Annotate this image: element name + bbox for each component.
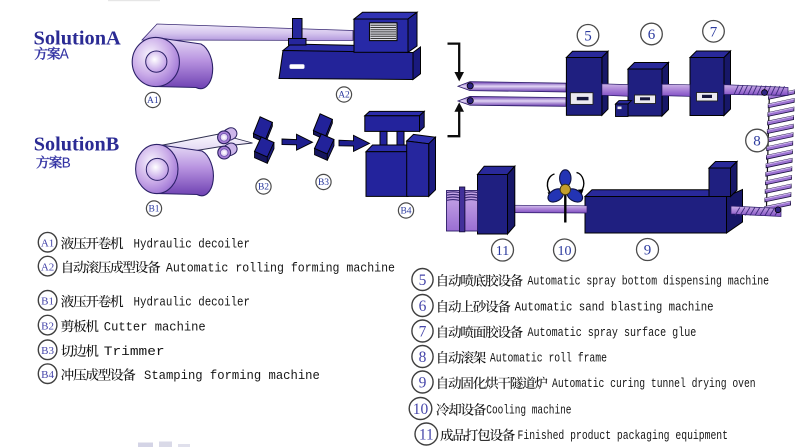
svg-text:Automatic spray surface glue: Automatic spray surface glue	[528, 325, 697, 340]
svg-text:A: A	[60, 47, 69, 64]
svg-text:Stamping forming machine: Stamping forming machine	[144, 368, 320, 383]
svg-text:B1: B1	[148, 205, 159, 215]
svg-text:B2: B2	[41, 321, 54, 333]
svg-text:5: 5	[419, 272, 427, 289]
svg-text:Hydraulic decoiler: Hydraulic decoiler	[134, 236, 251, 251]
svg-text:A2: A2	[338, 91, 350, 101]
svg-text:10: 10	[413, 401, 429, 418]
svg-text:Cutter machine: Cutter machine	[104, 319, 206, 334]
svg-text:6: 6	[648, 27, 656, 43]
svg-text:B3: B3	[41, 345, 54, 357]
svg-text:5: 5	[584, 28, 592, 44]
svg-text:8: 8	[753, 134, 761, 150]
svg-text:A2: A2	[41, 262, 54, 274]
svg-text:Automatic spray bottom dispens: Automatic spray bottom dispensing machin…	[528, 274, 770, 289]
svg-text:B4: B4	[41, 369, 54, 381]
svg-text:A1: A1	[41, 238, 54, 250]
svg-text:6: 6	[419, 298, 427, 315]
svg-text:B1: B1	[41, 296, 54, 308]
svg-text:11: 11	[419, 427, 434, 444]
svg-text:SolutionB: SolutionB	[34, 134, 119, 155]
svg-text:B: B	[62, 155, 71, 172]
svg-text:Trimmer: Trimmer	[104, 344, 165, 359]
svg-text:Automatic sand blasting machin: Automatic sand blasting machine	[515, 300, 714, 315]
svg-text:Finished product packaging equ: Finished product packaging equipment	[518, 428, 729, 443]
svg-text:9: 9	[644, 243, 652, 259]
svg-text:B3: B3	[318, 178, 329, 188]
svg-text:8: 8	[419, 349, 427, 366]
svg-text:Automatic curing tunnel drying: Automatic curing tunnel drying oven	[552, 376, 756, 391]
svg-text:7: 7	[419, 324, 427, 341]
svg-text:A1: A1	[147, 96, 159, 106]
svg-text:Automatic rolling forming mach: Automatic rolling forming machine	[166, 260, 395, 275]
svg-text:9: 9	[419, 375, 427, 392]
svg-text:Cooling machine: Cooling machine	[486, 403, 571, 418]
svg-text:11: 11	[496, 244, 509, 259]
svg-text:10: 10	[558, 244, 572, 259]
svg-text:SolutionA: SolutionA	[34, 29, 121, 50]
svg-text:Hydraulic decoiler: Hydraulic decoiler	[134, 295, 251, 310]
svg-text:Automatic roll frame: Automatic roll frame	[490, 351, 607, 366]
svg-text:B2: B2	[258, 183, 269, 193]
svg-text:B4: B4	[400, 207, 411, 217]
svg-text:7: 7	[710, 24, 718, 40]
